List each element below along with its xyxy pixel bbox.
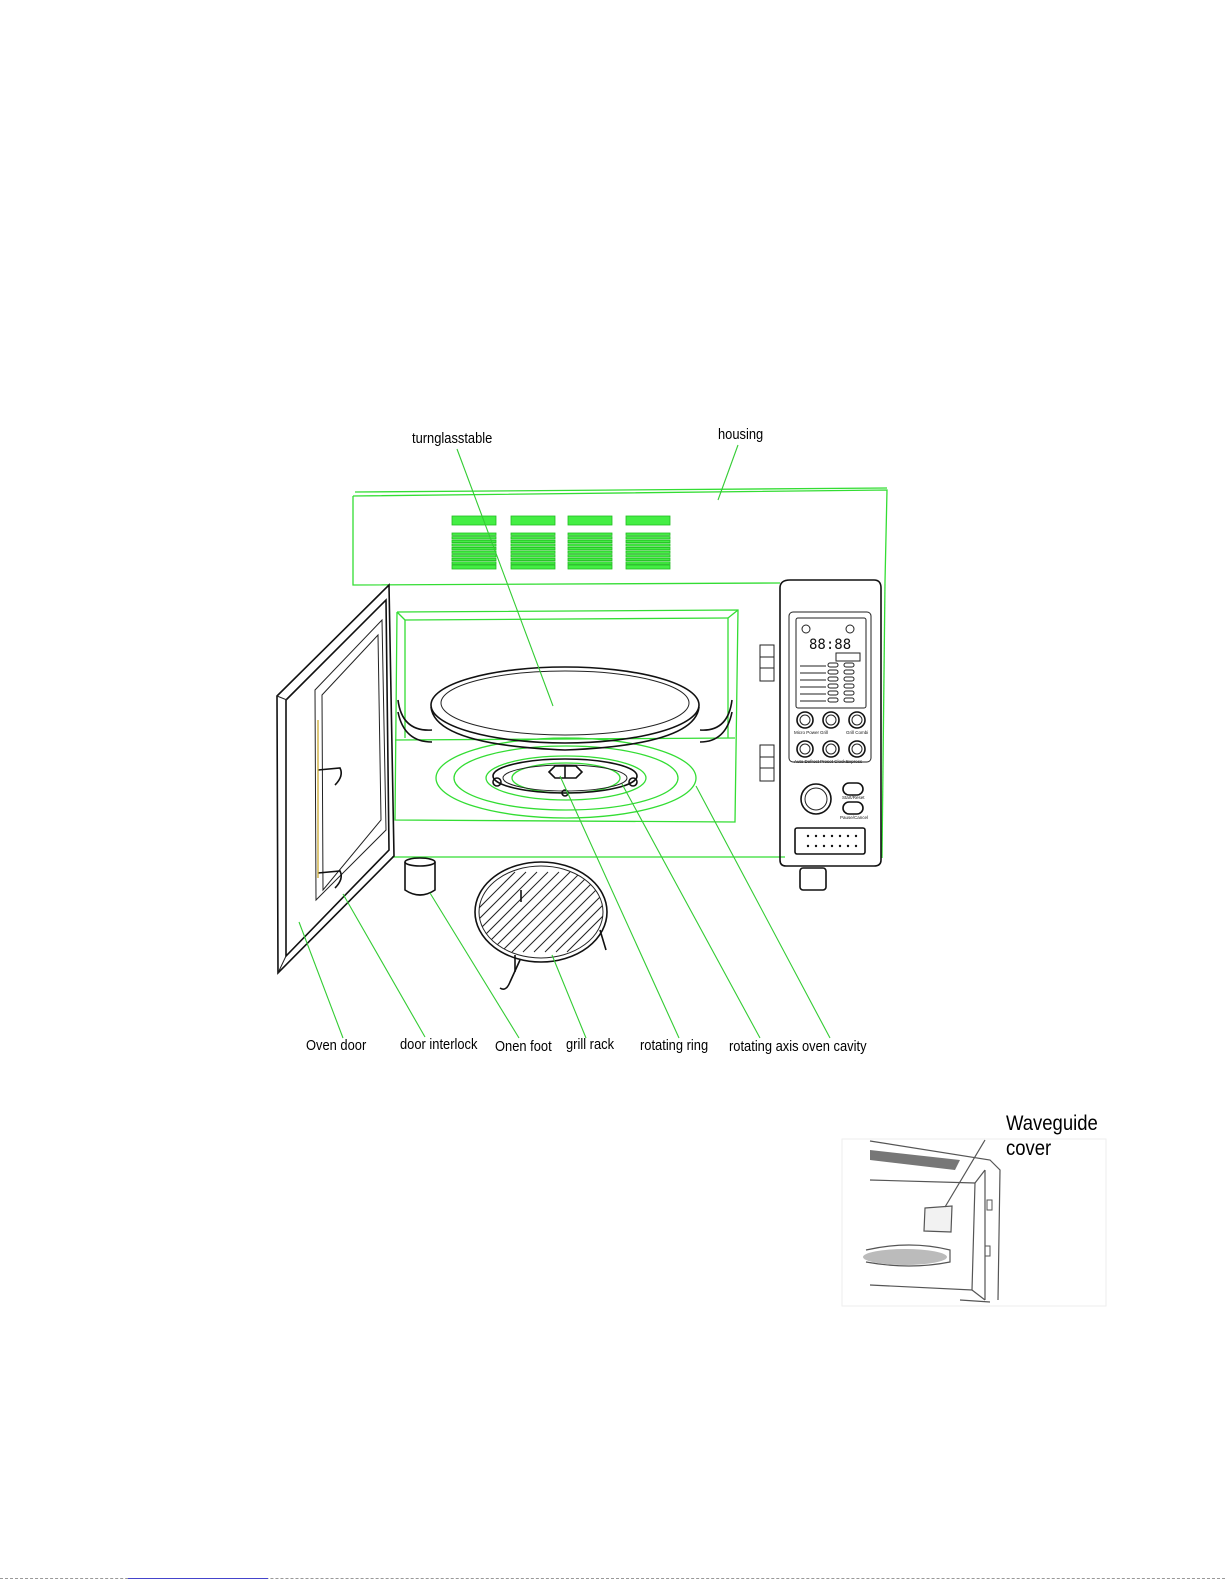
panel-display: 88:88 (809, 637, 851, 653)
label-rotating-axis: rotating axis (729, 1038, 799, 1055)
panel-button-label: Express (846, 759, 863, 764)
rack-bar (468, 872, 548, 952)
speaker-dot (839, 835, 841, 837)
inset-label-waveguide: Waveguide (1006, 1111, 1098, 1136)
label-rotating-ring: rotating ring (640, 1037, 708, 1054)
start-reset-button[interactable] (843, 783, 863, 795)
panel-button-3[interactable]: Grill Combi (846, 712, 868, 735)
rack-bar (545, 872, 625, 952)
panel-mini-button[interactable] (828, 684, 838, 688)
label-housing: housing (718, 426, 763, 443)
rack-bar (523, 872, 603, 952)
label-turnglasstable: turnglasstable (412, 430, 492, 447)
label-grill-rack: grill rack (566, 1036, 614, 1053)
panel-button-label: Preset Clock (820, 759, 846, 764)
speaker-dot (847, 845, 849, 847)
oven-door (277, 585, 394, 973)
speaker-dot (855, 835, 857, 837)
panel-mini-button[interactable] (844, 691, 854, 695)
panel-mini-button[interactable] (844, 663, 854, 667)
label-door-interlock: door interlock (400, 1036, 477, 1053)
rack-bar (512, 872, 592, 952)
speaker-dot (815, 845, 817, 847)
rack-bar (490, 872, 570, 952)
oven-foot (405, 858, 435, 895)
leader-lines (299, 445, 830, 1038)
speaker-dot (823, 845, 825, 847)
panel-mini-button[interactable] (828, 691, 838, 695)
rack-bar (479, 872, 559, 952)
panel-button-label: Grill (820, 730, 828, 735)
vent-slot-3 (568, 516, 612, 569)
waveguide-inset (842, 1139, 1106, 1306)
speaker-dot (807, 845, 809, 847)
panel-button-4[interactable]: Auto Defrost (794, 741, 820, 764)
inset-label-cover: cover (1006, 1136, 1051, 1161)
panel-mini-button[interactable] (844, 684, 854, 688)
rack-bar (501, 872, 581, 952)
pause-cancel-button[interactable] (843, 802, 863, 814)
speaker-dot (839, 845, 841, 847)
pause-cancel-label: Pause/Cancel (840, 815, 868, 820)
panel-mini-button[interactable] (844, 677, 854, 681)
panel-button-label: Grill Combi (846, 730, 868, 735)
panel-mini-button[interactable] (844, 698, 854, 702)
vent-slot-4 (626, 516, 670, 569)
speaker-dot (847, 835, 849, 837)
rack-bar (534, 872, 614, 952)
panel-mini-button[interactable] (828, 677, 838, 681)
grill-rack (435, 862, 647, 989)
panel-button-label: Auto Defrost (794, 759, 820, 764)
panel-button-6[interactable]: Express (846, 741, 865, 764)
panel-button-5[interactable]: Preset Clock (820, 741, 846, 764)
footnote-separator (128, 1578, 268, 1579)
speaker-dot (823, 835, 825, 837)
label-onen-foot: Onen foot (495, 1038, 552, 1055)
panel-mini-button[interactable] (844, 670, 854, 674)
speaker-dot (855, 845, 857, 847)
panel-button-1[interactable]: Micro Power (794, 712, 820, 735)
speaker-dot (815, 835, 817, 837)
start-reset-label: Start/Reset (842, 795, 865, 800)
panel-button-label: Micro Power (794, 730, 820, 735)
label-oven-cavity: oven cavity (802, 1038, 867, 1055)
panel-mini-button[interactable] (828, 663, 838, 667)
label-oven-door: Oven door (306, 1037, 366, 1054)
vent-slot-1 (452, 516, 496, 569)
speaker-dot (831, 835, 833, 837)
panel-mini-button[interactable] (828, 670, 838, 674)
panel-mini-button[interactable] (828, 698, 838, 702)
panel-button-2[interactable]: Grill (820, 712, 839, 735)
speaker-dot (831, 845, 833, 847)
vent-slot-2 (511, 516, 555, 569)
rack-bar (457, 872, 537, 952)
rotating-axis (549, 766, 582, 778)
speaker-dot (807, 835, 809, 837)
